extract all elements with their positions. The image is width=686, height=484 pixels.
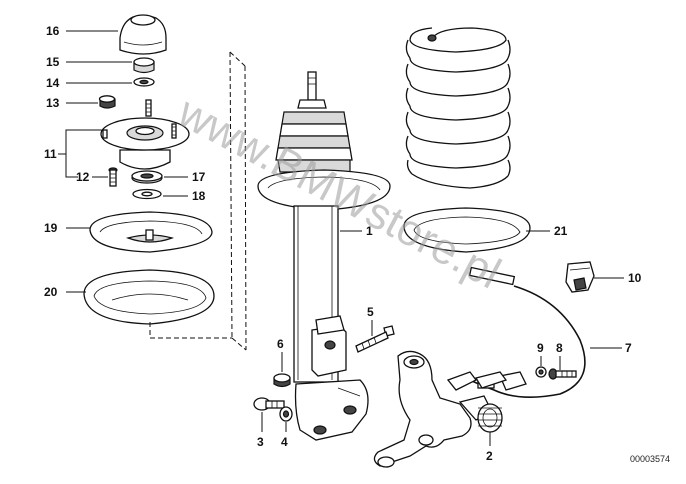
callout-8: 8 bbox=[556, 341, 563, 355]
part-15-nut bbox=[133, 57, 155, 74]
part-3-bolt bbox=[253, 397, 285, 411]
callout-20: 20 bbox=[44, 285, 58, 299]
callout-3: 3 bbox=[257, 435, 264, 449]
callout-11: 11 bbox=[44, 147, 57, 161]
callout-9: 9 bbox=[537, 341, 544, 355]
part-8-bolt bbox=[548, 368, 577, 380]
callout-18: 18 bbox=[192, 189, 206, 203]
callout-19: 19 bbox=[44, 221, 58, 235]
part-14-washer bbox=[133, 77, 155, 87]
part-2-knuckle bbox=[373, 350, 508, 468]
callout-labels: 16 15 14 13 11 12 17 18 19 20 1 21 10 5 … bbox=[44, 24, 642, 463]
callout-21: 21 bbox=[554, 224, 568, 238]
leader-lines bbox=[58, 30, 624, 446]
part-6-nut bbox=[273, 373, 291, 388]
part-10-clip bbox=[565, 261, 595, 293]
part-16-cap bbox=[119, 14, 167, 55]
part-20-isolator bbox=[83, 269, 215, 325]
stud bbox=[145, 99, 152, 117]
part-11-strut-mount bbox=[100, 117, 190, 170]
assembly-outline bbox=[149, 51, 247, 351]
document-number: 00003574 bbox=[630, 454, 670, 464]
callout-14: 14 bbox=[46, 76, 60, 90]
callout-17: 17 bbox=[192, 170, 206, 184]
callout-6: 6 bbox=[277, 337, 284, 351]
callout-10: 10 bbox=[628, 271, 642, 285]
callout-15: 15 bbox=[46, 55, 60, 69]
callout-12: 12 bbox=[76, 170, 90, 184]
part-13-nut bbox=[98, 95, 116, 109]
part-12-bolt bbox=[108, 167, 118, 187]
coil-spring bbox=[405, 27, 511, 189]
callout-7: 7 bbox=[625, 341, 632, 355]
part-5-bolt bbox=[355, 325, 395, 353]
part-4-washer bbox=[279, 406, 293, 422]
part-21-spring-pad bbox=[403, 207, 531, 253]
callout-1: 1 bbox=[366, 224, 373, 238]
part-17-bearing bbox=[131, 170, 163, 184]
callout-13: 13 bbox=[46, 96, 60, 110]
callout-16: 16 bbox=[46, 24, 60, 38]
part-18-washer bbox=[132, 188, 162, 200]
part-1-strut bbox=[257, 71, 391, 441]
part-19-spring-seat bbox=[89, 211, 213, 253]
callout-5: 5 bbox=[367, 305, 374, 319]
part-9-washer bbox=[535, 366, 547, 378]
callout-2: 2 bbox=[486, 449, 493, 463]
callout-4: 4 bbox=[281, 435, 288, 449]
